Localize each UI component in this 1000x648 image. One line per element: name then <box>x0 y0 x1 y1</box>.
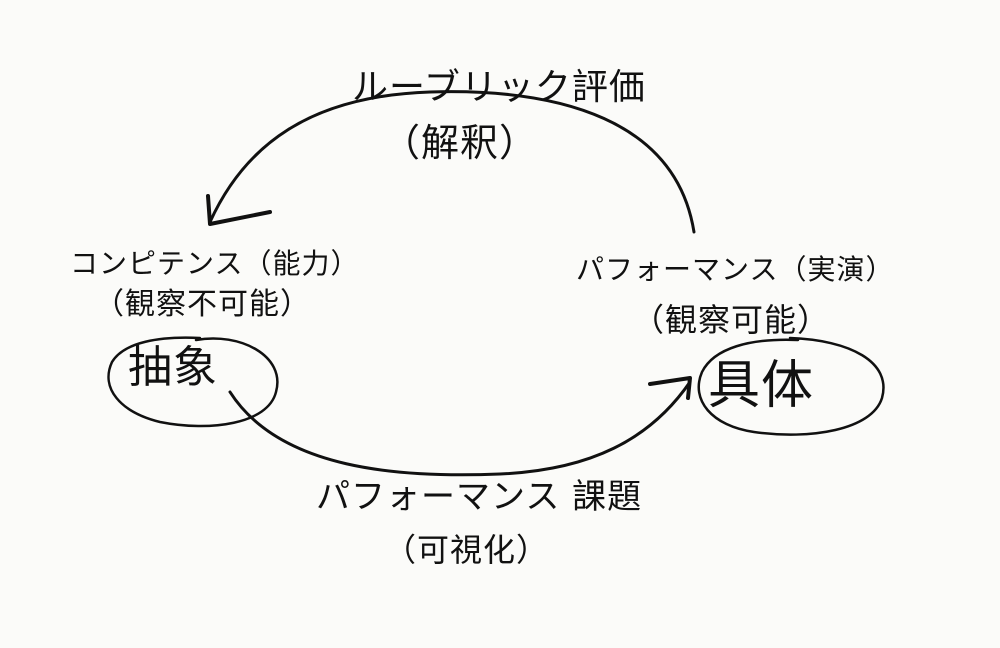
left-node-label: コンピテンス（能力） <box>70 247 360 280</box>
top-sublabel: （解釈） <box>382 121 539 165</box>
top-label: ルーブリック評価 <box>352 67 646 108</box>
top-arc <box>208 90 696 234</box>
right-node-sublabel: （観察可能） <box>632 301 831 339</box>
left-node-sublabel: （観察不可能） <box>94 287 311 322</box>
left-node-circled-text: 抽象 <box>128 342 218 393</box>
bottom-sublabel: （可視化） <box>384 531 550 569</box>
right-circle <box>697 336 885 436</box>
bottom-label: パフォーマンス 課題 <box>316 477 643 517</box>
bottom-arrowhead <box>648 376 692 400</box>
bottom-arc <box>228 380 692 477</box>
left-circle <box>107 336 279 428</box>
right-node-circled-text: 具体 <box>708 356 815 416</box>
top-arrowhead <box>206 194 272 226</box>
right-node-label: パフォーマンス（実演） <box>576 253 895 286</box>
